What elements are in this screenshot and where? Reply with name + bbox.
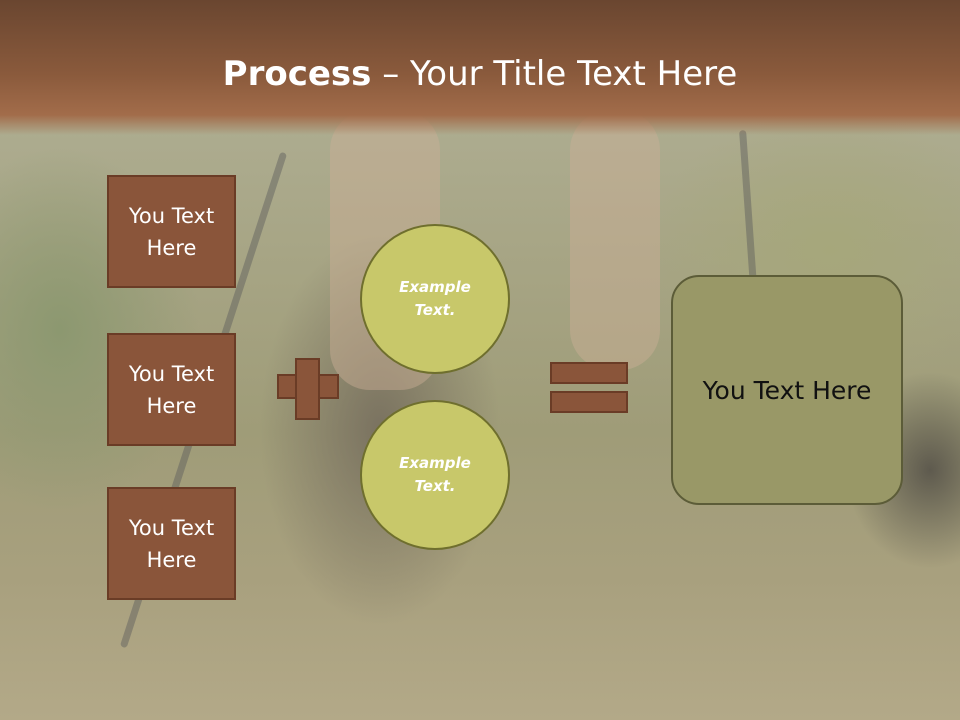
input-box-3-line2: Here	[146, 547, 197, 572]
title-separator: –	[371, 54, 411, 94]
title-band	[0, 0, 960, 135]
title-bold: Process	[222, 54, 372, 94]
input-box-1-line1: You Text	[128, 203, 215, 228]
example-circle-1: Example Text.	[360, 224, 510, 374]
background-leg-right	[570, 110, 660, 370]
result-box: You Text Here	[671, 275, 903, 505]
example-circle-2-line2: Text.	[414, 477, 456, 495]
input-box-3: You Text Here	[107, 487, 236, 600]
input-box-1-line2: Here	[146, 235, 197, 260]
input-box-1: You Text Here	[107, 175, 236, 288]
equals-icon-top-bar	[550, 362, 628, 384]
input-box-2-line1: You Text	[128, 361, 215, 386]
example-circle-1-line1: Example	[399, 278, 471, 296]
page-title: Process – Your Title Text Here	[0, 52, 960, 96]
input-box-3-line1: You Text	[128, 515, 215, 540]
example-circle-2-line1: Example	[399, 454, 471, 472]
example-circle-2: Example Text.	[360, 400, 510, 550]
result-box-label: You Text Here	[702, 375, 872, 405]
example-circle-1-line2: Text.	[414, 301, 456, 319]
input-box-2-line2: Here	[146, 393, 197, 418]
plus-icon-center	[297, 376, 318, 397]
title-rest: Your Title Text Here	[410, 54, 738, 94]
equals-icon-bottom-bar	[550, 391, 628, 413]
input-box-2: You Text Here	[107, 333, 236, 446]
